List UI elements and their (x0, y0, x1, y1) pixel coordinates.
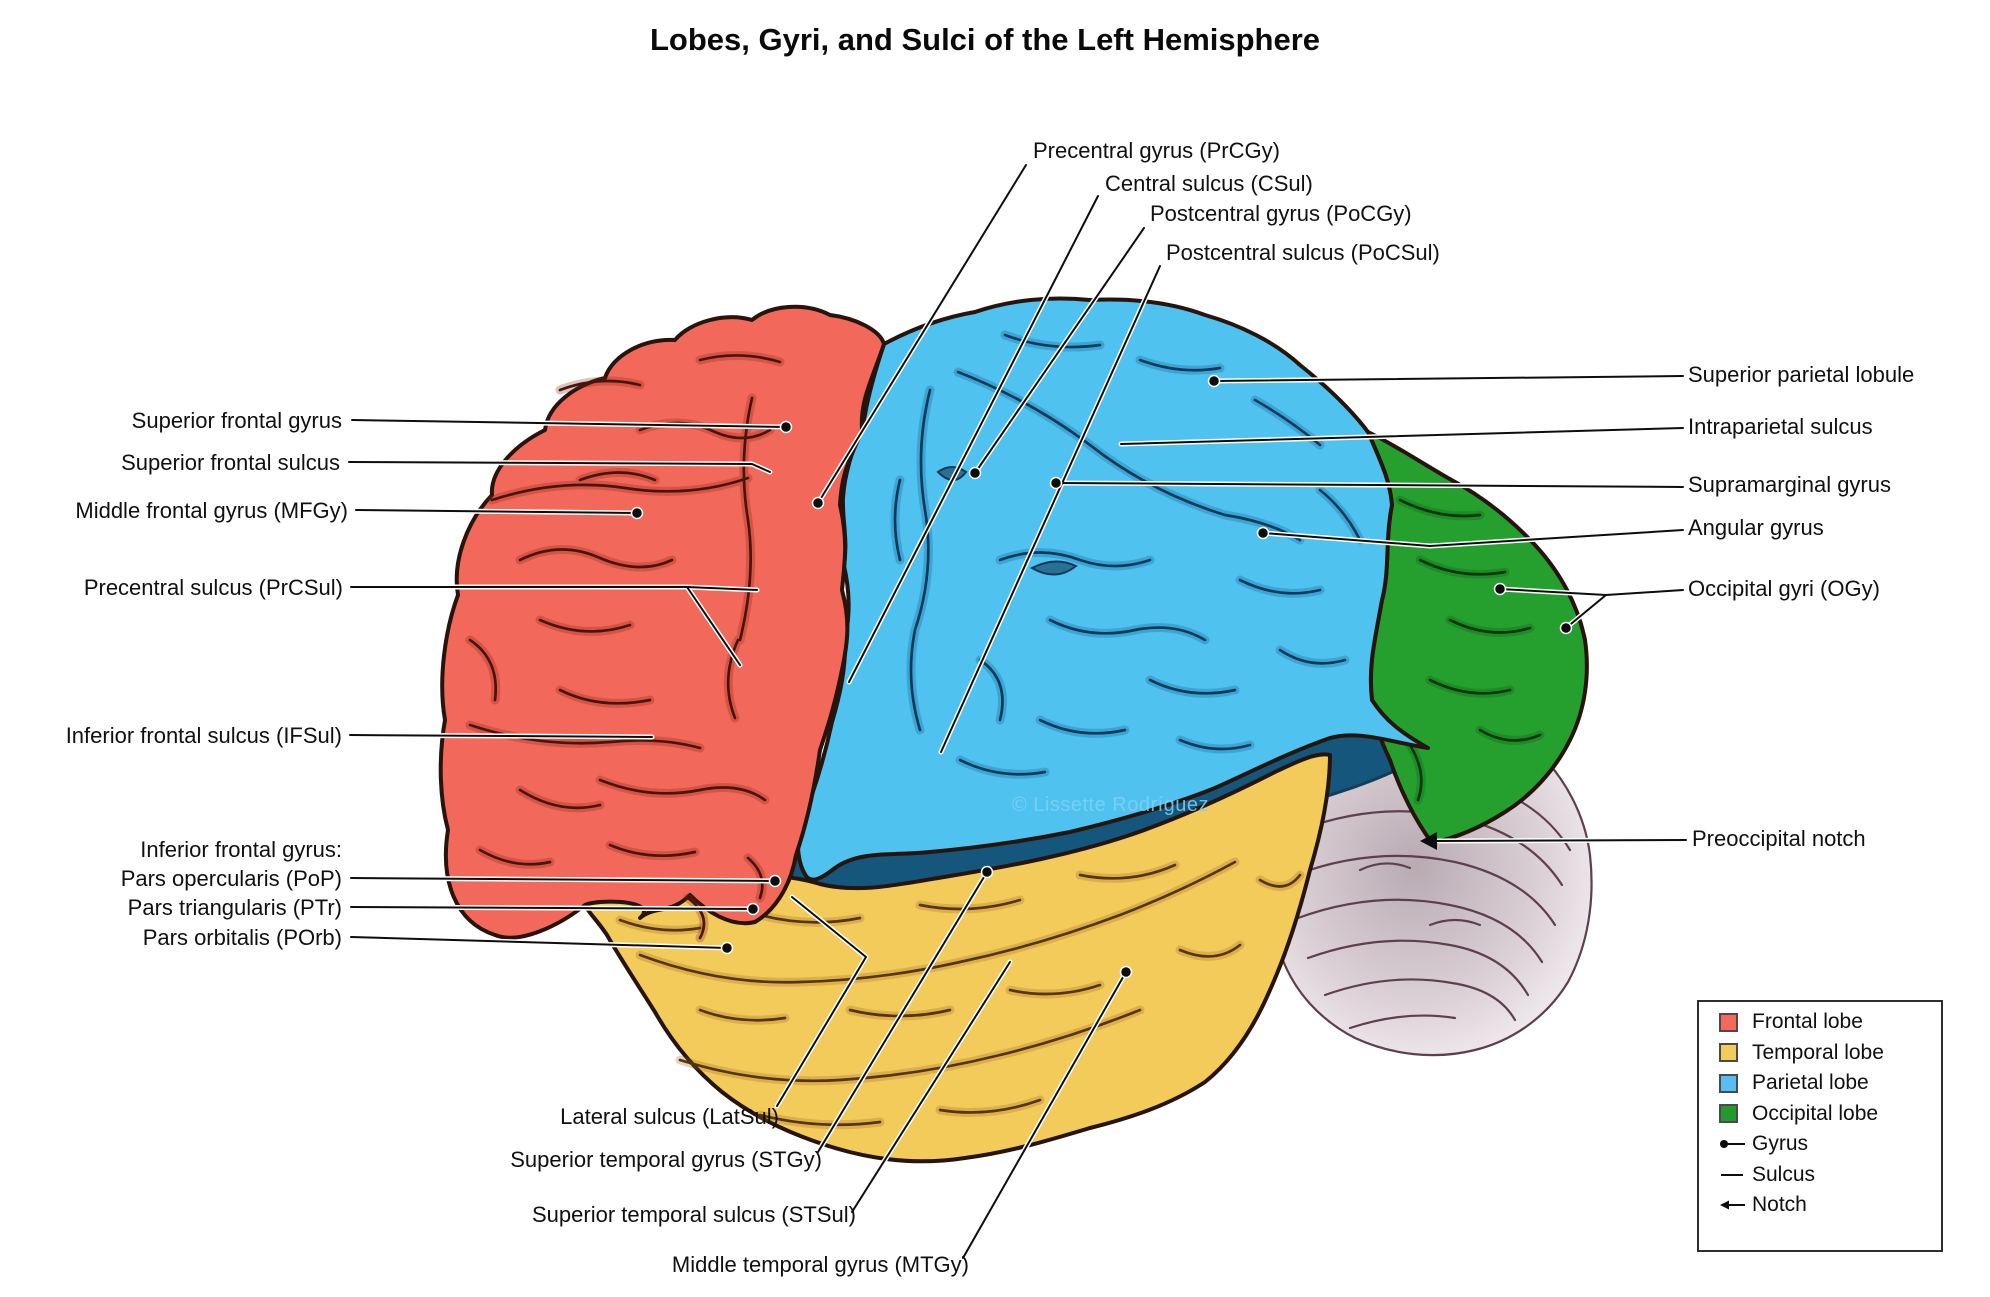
label-superior-frontal-gyrus: Superior frontal gyrus (131, 408, 342, 433)
label-postcentral-sulcus: Postcentral sulcus (PoCSul) (1166, 240, 1440, 265)
label-intraparietal-sulcus: Intraparietal sulcus (1688, 414, 1873, 439)
label-inferior-frontal-gyrus: Inferior frontal gyrus: (140, 837, 342, 862)
leader-lines (346, 162, 1689, 1261)
label-occipital-gyri: Occipital gyri (OGy) (1688, 576, 1880, 601)
occipital-lobe-swatch-icon (1719, 1104, 1738, 1124)
label-superior-temporal-gyrus: Superior temporal gyrus (STGy) (510, 1147, 822, 1172)
label-pars-opercularis: Pars opercularis (PoP) (120, 866, 342, 891)
label-preoccipital-notch: Preoccipital notch (1692, 826, 1866, 851)
label-middle-temporal-gyrus: Middle temporal gyrus (MTGy) (671, 1252, 969, 1277)
gyrus-dot-markers (630, 374, 1573, 979)
legend-item-frontal-lobe: Frontal lobe (1699, 1007, 1941, 1038)
legend-item-notch: Notch (1699, 1190, 1941, 1221)
label-middle-frontal-gyrus: Middle frontal gyrus (MFGy) (75, 498, 348, 523)
label-pars-orbitalis: Pars orbitalis (POrb) (142, 925, 342, 950)
temporal-lobe (583, 752, 1332, 1164)
label-lateral-sulcus: Lateral sulcus (LatSul) (560, 1104, 779, 1129)
notch-arrowhead (1420, 832, 1437, 850)
temporal-lobe-swatch-icon (1719, 1043, 1738, 1063)
legend-item-gyrus: Gyrus (1699, 1129, 1941, 1160)
parietal-lobe-swatch-icon (1719, 1073, 1738, 1093)
label-inferior-frontal-sulcus: Inferior frontal sulcus (IFSul) (65, 723, 342, 748)
label-postcentral-gyrus: Postcentral gyrus (PoCGy) (1150, 201, 1412, 226)
label-supramarginal-gyrus: Supramarginal gyrus (1688, 472, 1891, 497)
label-superior-temporal-sulcus: Superior temporal sulcus (STSul) (531, 1202, 856, 1227)
label-central-sulcus: Central sulcus (CSul) (1105, 171, 1313, 196)
label-precentral-gyrus: Precentral gyrus (PrCGy) (1033, 138, 1280, 163)
label-superior-frontal-sulcus: Superior frontal sulcus (121, 450, 340, 475)
sulcus-line-icon (1719, 1168, 1752, 1182)
legend-item-parietal-lobe: Parietal lobe (1699, 1068, 1941, 1099)
frontal-lobe-swatch-icon (1719, 1012, 1738, 1032)
page-title: Lobes, Gyri, and Sulci of the Left Hemis… (649, 22, 1321, 57)
legend-item-sulcus: Sulcus (1699, 1160, 1941, 1191)
artist-watermark: © Lissette Rodríguez (1012, 794, 1210, 816)
label-superior-parietal-lobule: Superior parietal lobule (1688, 362, 1915, 387)
gyrus-dot-line-icon (1719, 1137, 1752, 1151)
label-angular-gyrus: Angular gyrus (1688, 515, 1824, 540)
label-pars-triangularis: Pars triangularis (PTr) (127, 895, 342, 920)
notch-arrow-icon (1719, 1198, 1752, 1212)
legend: Frontal lobe Temporal lobe Parietal lobe… (1697, 1000, 1943, 1252)
legend-item-occipital-lobe: Occipital lobe (1699, 1099, 1941, 1130)
legend-item-temporal-lobe: Temporal lobe (1699, 1038, 1941, 1069)
label-precentral-sulcus: Precentral sulcus (PrCSul) (83, 575, 343, 600)
